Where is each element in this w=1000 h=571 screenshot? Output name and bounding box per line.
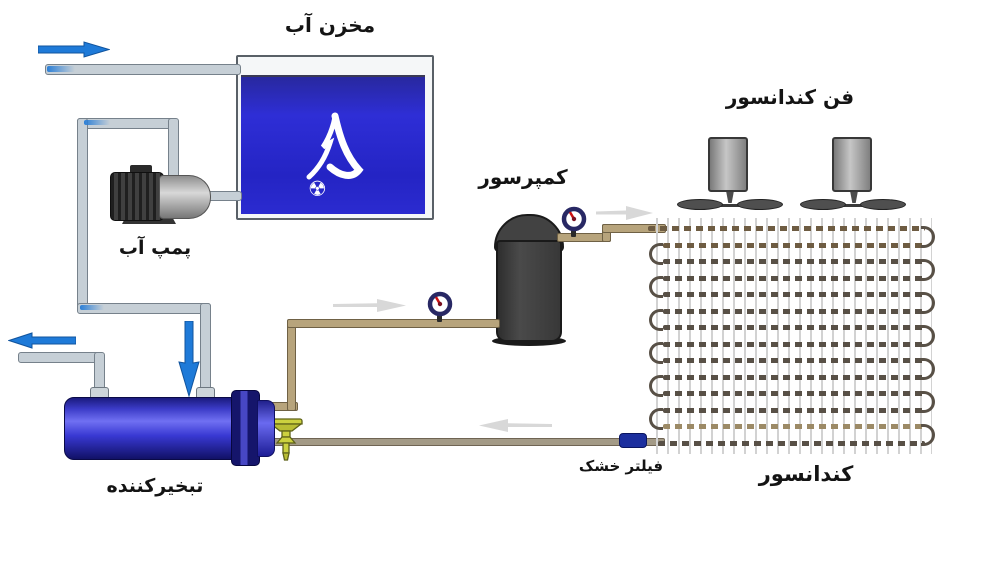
condenser-u-bend xyxy=(649,276,663,298)
condenser-u-bend xyxy=(921,391,935,413)
suction-line-horizontal xyxy=(287,319,500,328)
condenser-tube-row xyxy=(663,391,925,396)
condenser-tube-row xyxy=(663,375,925,380)
condenser-u-bend xyxy=(649,243,663,265)
label-dry-filter: فیلتر خشک xyxy=(578,457,664,475)
water-glint xyxy=(80,305,104,310)
fan-blade xyxy=(737,199,783,210)
fan-blade xyxy=(800,199,846,210)
fan-axle xyxy=(803,204,903,207)
water-glint xyxy=(84,120,110,125)
fan-shaft xyxy=(850,191,858,203)
water-pump-head xyxy=(159,175,211,219)
fan-blade xyxy=(860,199,906,210)
condenser-tube-row xyxy=(663,243,925,248)
label-compressor: کمپرسور xyxy=(478,165,568,189)
condenser-u-bend xyxy=(921,424,935,446)
condenser-u-bend xyxy=(649,309,663,331)
fan-shaft xyxy=(726,191,734,203)
label-evaporator: تبخیرکننده xyxy=(106,475,204,497)
suction-line-riser xyxy=(287,322,296,411)
condenser-tube-row xyxy=(663,342,925,347)
suction-flow-arrow-icon xyxy=(333,299,406,312)
discharge-flow-arrow-icon xyxy=(596,206,653,220)
water-inlet-arrow-icon xyxy=(38,41,110,58)
condenser-tube-row xyxy=(658,441,925,446)
water-pump-terminal xyxy=(130,165,152,174)
svg-text:☢: ☢ xyxy=(308,177,327,201)
water-outlet-arrow-icon xyxy=(8,332,76,349)
condenser-u-bend xyxy=(921,226,935,248)
condenser-u-bend xyxy=(921,259,935,281)
condenser-tube-row xyxy=(663,424,925,429)
condenser-u-bend xyxy=(649,342,663,364)
evaporator xyxy=(64,397,238,460)
water-pump-motor xyxy=(110,172,164,221)
condenser-fan-motor-1 xyxy=(708,137,748,192)
label-water-pump: پمپ آب xyxy=(118,237,192,259)
label-condenser-fan: فن کندانسور xyxy=(725,85,855,109)
liquid-line xyxy=(263,438,665,446)
condenser-tube-row xyxy=(663,408,925,413)
condenser-tube-row xyxy=(663,309,925,314)
condenser-tube-row xyxy=(663,276,925,281)
water-tank-water xyxy=(241,75,425,214)
evaporator-end-cap xyxy=(257,400,275,457)
fan-blade xyxy=(677,199,723,210)
radiation-logo-icon: ☢ xyxy=(306,112,364,201)
compressor xyxy=(496,240,562,342)
condenser-tube-row xyxy=(663,325,925,330)
evaporator-flange xyxy=(231,390,260,466)
condenser-u-bend xyxy=(921,292,935,314)
condenser-u-bend xyxy=(649,375,663,397)
condenser-u-bend xyxy=(921,325,935,347)
gauge-stem xyxy=(571,229,576,237)
condenser-u-bend xyxy=(921,358,935,380)
pump-loop-pipe-left xyxy=(77,118,88,312)
condenser-u-bend xyxy=(649,408,663,430)
label-condenser: کندانسور xyxy=(758,462,854,486)
condenser-tube-row xyxy=(663,292,925,297)
dry-filter xyxy=(619,433,647,448)
discharge-pressure-gauge-icon xyxy=(561,206,587,232)
condenser-tube-row xyxy=(648,226,925,231)
chilled-water-outlet-pipe xyxy=(18,352,104,363)
condenser-tube-row xyxy=(663,259,925,264)
suction-pressure-gauge-icon xyxy=(427,291,453,317)
condenser-tube-row xyxy=(663,358,925,363)
water-glint xyxy=(47,66,75,72)
gauge-stem xyxy=(437,313,442,322)
condenser-fan-motor-2 xyxy=(832,137,872,192)
pump-riser-pipe xyxy=(168,118,179,182)
label-water-tank: مخزن آب xyxy=(284,13,376,37)
water-down-arrow-icon xyxy=(178,321,200,397)
liquid-flow-arrow-icon xyxy=(479,419,552,432)
fan-axle xyxy=(680,204,780,207)
tank-inlet-pipe xyxy=(45,64,241,75)
condenser-fins xyxy=(656,218,932,454)
